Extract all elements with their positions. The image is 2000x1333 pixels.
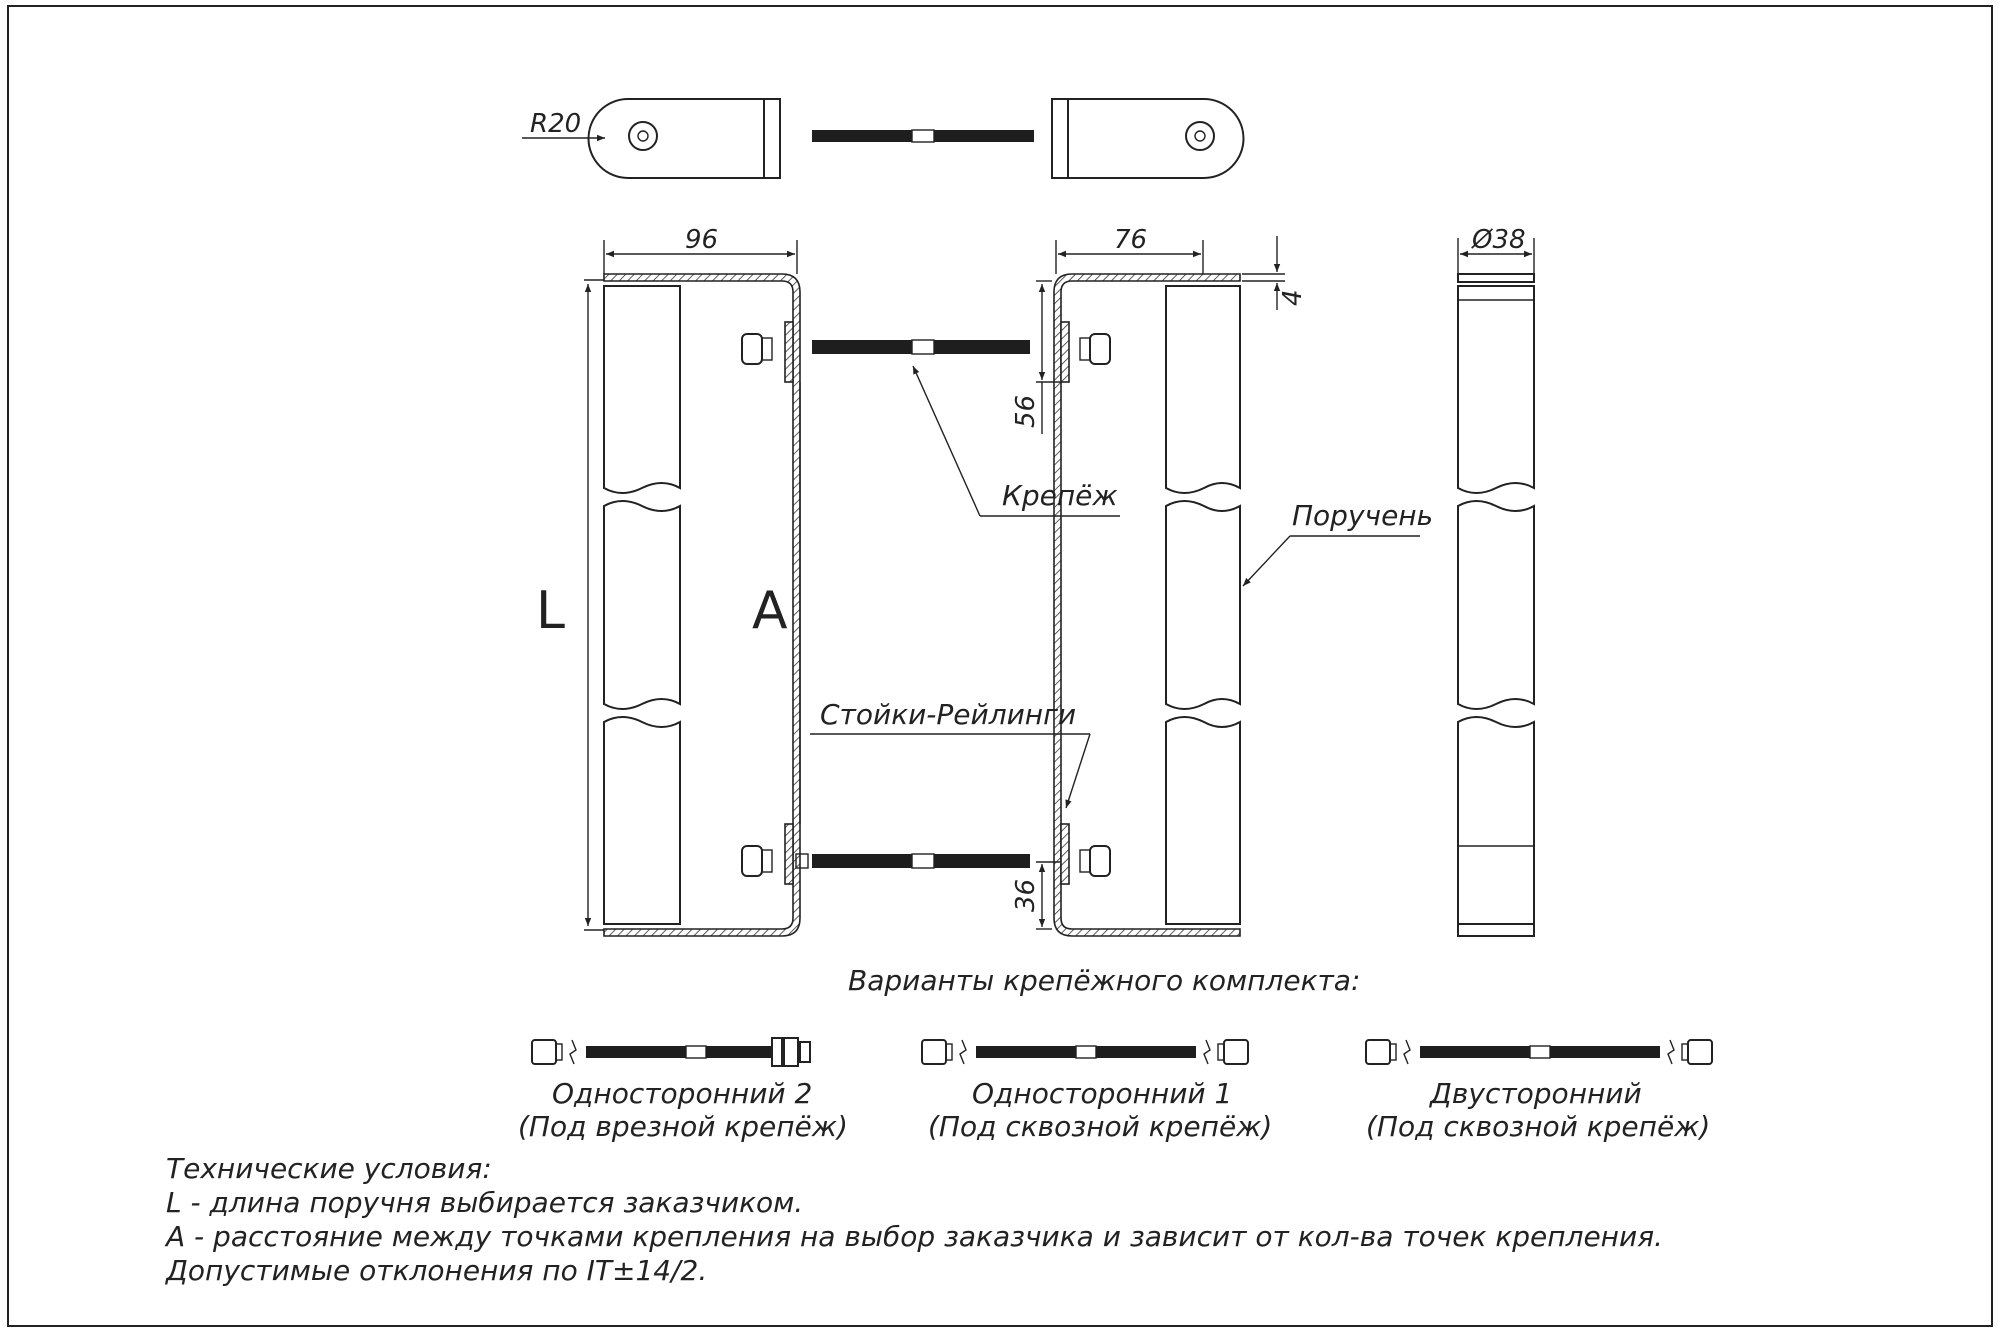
thickness-dimension: 4 xyxy=(1278,289,1308,306)
kit-variant-3-name: Двусторонний xyxy=(1428,1077,1642,1110)
kit-title: Варианты крепёжного комплекта: xyxy=(848,964,1360,997)
side-view xyxy=(1457,238,1535,937)
left-handle xyxy=(584,240,801,937)
kit-variant-3-icon xyxy=(1365,1039,1713,1065)
width-dimension-left: 96 xyxy=(685,225,718,255)
fastener-label: Крепёж xyxy=(1002,479,1118,512)
posts-label: Стойки-Рейлинги xyxy=(820,698,1076,731)
specs-title: Технические условия: xyxy=(166,1152,492,1185)
kit-variant-1-name: Односторонний 2 xyxy=(552,1077,812,1110)
spec-line-2: A - расстояние между точками крепления н… xyxy=(164,1220,1663,1253)
offset-bottom-dimension: 36 xyxy=(1011,879,1041,912)
width-dimension-right: 76 xyxy=(1114,225,1147,255)
spacing-label: A xyxy=(752,581,788,641)
spec-line-3: Допустимые отклонения по IT±14/2. xyxy=(164,1254,707,1287)
top-view xyxy=(522,98,1245,179)
length-label: L xyxy=(536,581,565,641)
kit-variant-2-name: Односторонний 1 xyxy=(972,1077,1232,1110)
fastener-rods xyxy=(795,339,1030,869)
callout-leaders xyxy=(810,365,1420,809)
kit-variant-1-icon xyxy=(531,1037,811,1067)
kit-variant-1-note: (Под врезной крепёж) xyxy=(518,1110,848,1143)
diameter-dimension: Ø38 xyxy=(1471,225,1526,255)
kit-variant-2-note: (Под сквозной крепёж) xyxy=(928,1110,1272,1143)
handrail-label: Поручень xyxy=(1292,499,1433,532)
drawing-frame xyxy=(7,5,1993,1327)
spec-line-1: L - длина поручня выбирается заказчиком. xyxy=(166,1186,803,1219)
right-handle xyxy=(1036,236,1285,937)
kit-variant-2-icon xyxy=(921,1039,1249,1065)
offset-top-dimension: 56 xyxy=(1011,395,1041,428)
radius-dimension: R20 xyxy=(530,109,581,139)
kit-variant-3-note: (Под сквозной крепёж) xyxy=(1366,1110,1710,1143)
